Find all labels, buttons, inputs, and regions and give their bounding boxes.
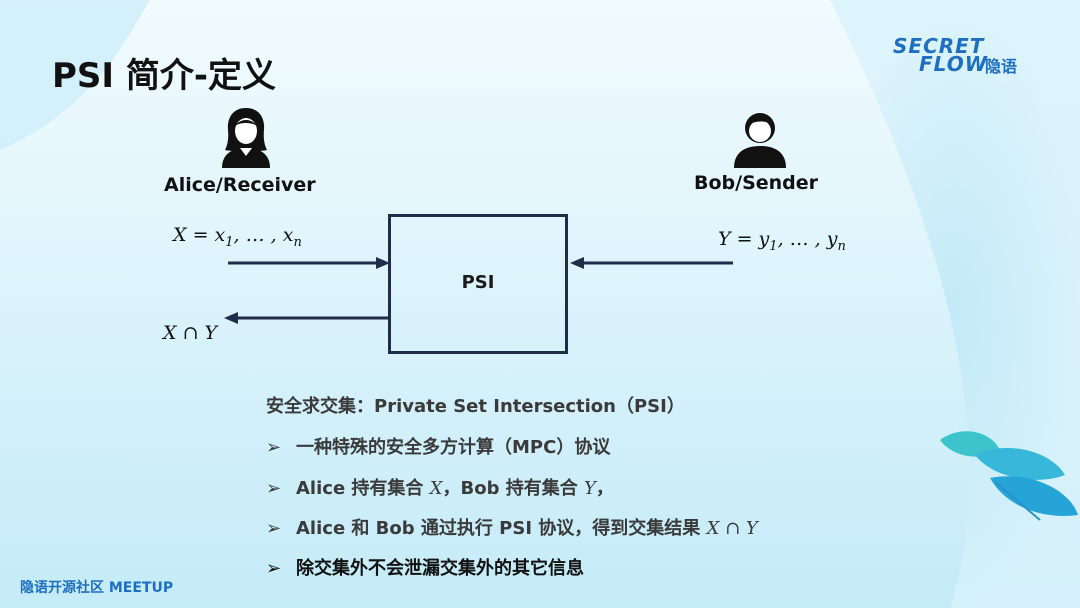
bullet-item: ➢ Alice 和 Bob 通过执行 PSI 协议，得到交集结果 X ∩ Y (266, 514, 758, 540)
bullet-item: ➢ 除交集外不会泄漏交集外的其它信息 (266, 554, 584, 580)
intersection-output: X ∩ Y (163, 322, 218, 344)
element-first: y (758, 228, 770, 250)
equals: = (186, 224, 215, 246)
bob-input-set: Y = y1, … , yn (718, 228, 846, 254)
ellipsis: , … , (777, 228, 827, 250)
bob-label: Bob/Sender (694, 172, 819, 194)
element-first: x (214, 224, 226, 246)
psi-definition: 安全求交集：Private Set Intersection（PSI） (266, 396, 685, 417)
bullet-text: ，Bob 持有集合 (442, 478, 585, 499)
logo-text-cn: 隐语 (985, 57, 1018, 76)
ellipsis: , … , (233, 224, 283, 246)
male-user-icon (734, 113, 786, 168)
secretflow-logo: SECRET FLOW 隐语 (893, 34, 1023, 78)
element-last: y (826, 228, 838, 250)
psi-box-label: PSI (461, 272, 495, 293)
logo-text-line2: FLOW (919, 52, 988, 76)
var-x: X (173, 224, 187, 246)
element-last: x (282, 224, 294, 246)
logo-text-line1: SECRET (893, 34, 985, 58)
bullet-text: 一种特殊的安全多方计算（MPC）协议 (296, 437, 611, 458)
psi-box (388, 214, 568, 354)
arrow-bullet-icon: ➢ (266, 558, 282, 579)
arrow-bullet-icon: ➢ (266, 478, 282, 499)
bullet-text: Alice 和 Bob 通过执行 PSI 协议，得到交集结果 (296, 518, 707, 539)
math-var: X (429, 478, 443, 499)
alice-label: Alice/Receiver (164, 174, 316, 196)
bullet-item: ➢ 一种特殊的安全多方计算（MPC）协议 (266, 433, 610, 459)
math-var: X ∩ Y (706, 518, 758, 539)
bullet-text: Alice 持有集合 (296, 478, 430, 499)
footer-community: 隐语开源社区 MEETUP (20, 580, 174, 596)
equals: = (730, 228, 759, 250)
bullet-item: ➢ Alice 持有集合 X，Bob 持有集合 Y， (266, 474, 614, 500)
subscript-first: 1 (225, 234, 234, 250)
arrow-bullet-icon: ➢ (266, 518, 282, 539)
leaf-decoration (940, 431, 1078, 521)
subscript-first: 1 (769, 238, 778, 254)
subscript-last: n (837, 238, 846, 254)
arrow-bullet-icon: ➢ (266, 437, 282, 458)
subscript-last: n (293, 234, 302, 250)
bullet-text: 除交集外不会泄漏交集外的其它信息 (296, 558, 584, 579)
bullet-text: ， (595, 478, 614, 499)
var-y: Y (718, 228, 731, 250)
math-var: Y (584, 478, 596, 499)
page-title: PSI 简介-定义 (52, 56, 277, 96)
female-user-icon (222, 108, 270, 168)
alice-input-set: X = x1, … , xn (173, 224, 302, 250)
